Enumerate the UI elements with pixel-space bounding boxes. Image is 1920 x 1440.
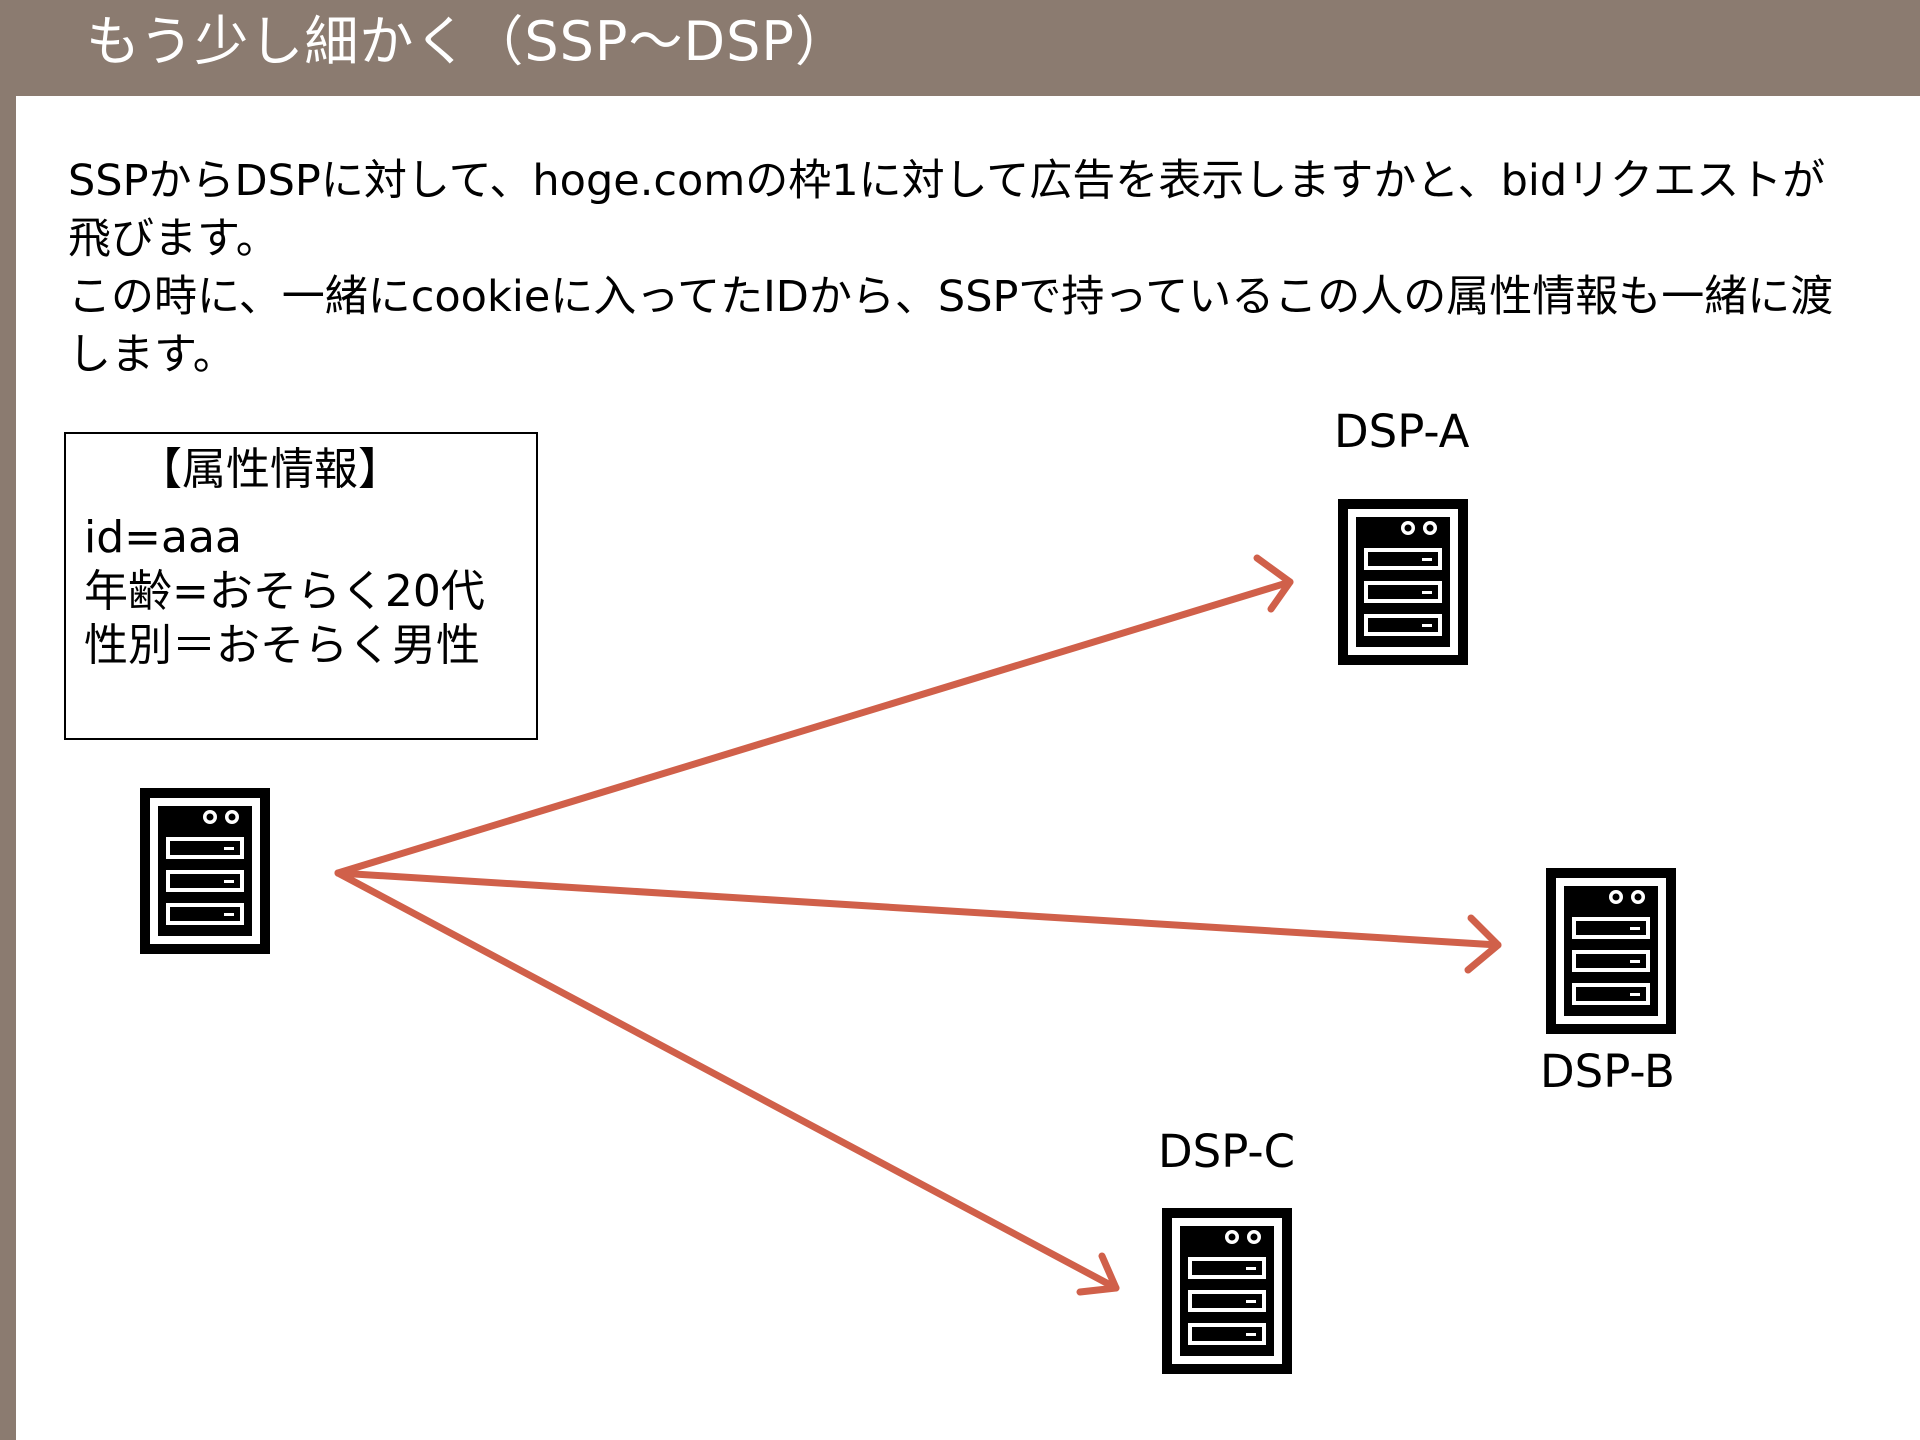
dsp-c-server-icon — [1162, 1208, 1292, 1374]
attribute-line-age: 年齢=おそらく20代 — [84, 566, 485, 617]
attribute-line-gender: 性別＝おそらく男性 — [84, 620, 480, 671]
dsp-c-label: DSP-C — [1158, 1125, 1296, 1178]
ssp-server-icon — [140, 788, 270, 954]
slide-title: もう少し細かく（SSP～DSP） — [86, 10, 850, 73]
dsp-a-server-icon — [1338, 499, 1468, 665]
dsp-a-label: DSP-A — [1334, 405, 1470, 458]
attribute-box-title: 【属性情報】 — [138, 444, 402, 495]
description-paragraph-1: SSPからDSPに対して、hoge.comの枠1に対して広告を表示しますかと、b… — [68, 156, 1826, 264]
title-bar: もう少し細かく（SSP～DSP） — [0, 0, 1920, 96]
description-paragraph-2: この時に、一緒にcookieに入ってたIDから、SSPで持っているこの人の属性情… — [68, 272, 1834, 380]
description: SSPからDSPに対して、hoge.comの枠1に対して広告を表示しますかと、b… — [68, 152, 1858, 384]
dsp-b-server-icon — [1546, 868, 1676, 1034]
dsp-b-label: DSP-B — [1540, 1045, 1675, 1098]
attribute-line-id: id=aaa — [84, 512, 242, 563]
attribute-info-box: 【属性情報】 id=aaa 年齢=おそらく20代 性別＝おそらく男性 — [64, 432, 538, 740]
